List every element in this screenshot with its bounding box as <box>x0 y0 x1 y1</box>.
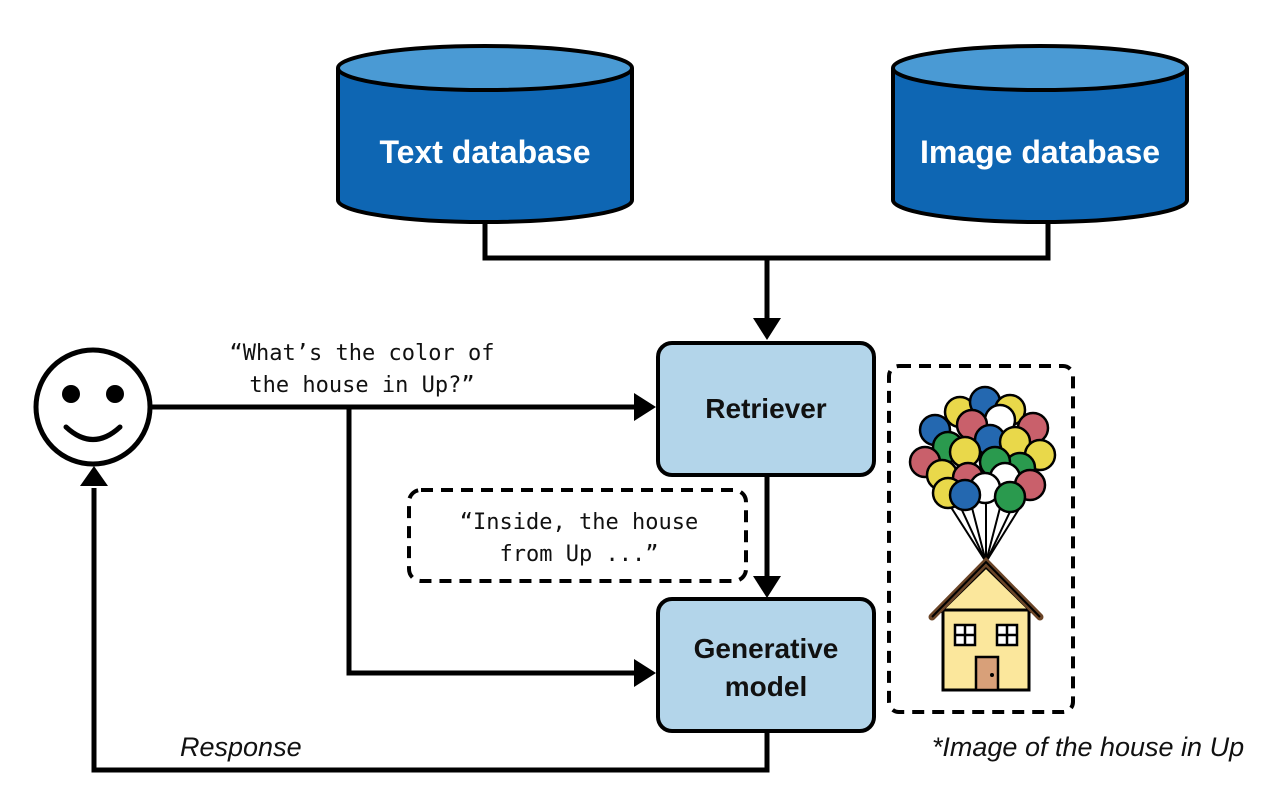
retriever-label: Retriever <box>705 393 827 424</box>
database-connector <box>482 222 1051 332</box>
query-text-line1: “What’s the color of <box>230 341 495 366</box>
retriever-box: Retriever <box>656 341 876 477</box>
arrowhead-to-generator <box>753 576 781 598</box>
text-database-label: Text database <box>379 134 590 170</box>
arrowhead-query-retriever <box>634 393 656 421</box>
retrieved-text-line1: “Inside, the house <box>460 510 698 535</box>
arrowhead-to-user <box>80 466 108 486</box>
generative-model-box: Generative model <box>656 597 876 733</box>
text-database: Text database <box>336 44 634 224</box>
retrieved-text-callout: “Inside, the house from Up ...” <box>407 488 748 583</box>
response-line <box>91 488 770 773</box>
query-text-line2: the house in Up?” <box>249 373 474 398</box>
house-icon <box>928 557 1044 692</box>
balloon-house-illustration <box>908 385 1057 692</box>
response-label: Response <box>180 732 302 762</box>
image-database-label: Image database <box>920 134 1160 170</box>
image-database: Image database <box>891 44 1189 224</box>
user-smiley-icon <box>33 347 153 467</box>
retrieved-text-line2: from Up ...” <box>500 542 659 567</box>
generative-model-label-line1: Generative <box>694 633 839 664</box>
generative-model-label-line2: model <box>725 671 807 702</box>
image-caption: *Image of the house in Up <box>932 732 1244 762</box>
arrowhead-query-generator <box>634 659 656 687</box>
query-to-generator-line <box>346 407 640 676</box>
arrowhead-to-retriever <box>753 318 781 340</box>
